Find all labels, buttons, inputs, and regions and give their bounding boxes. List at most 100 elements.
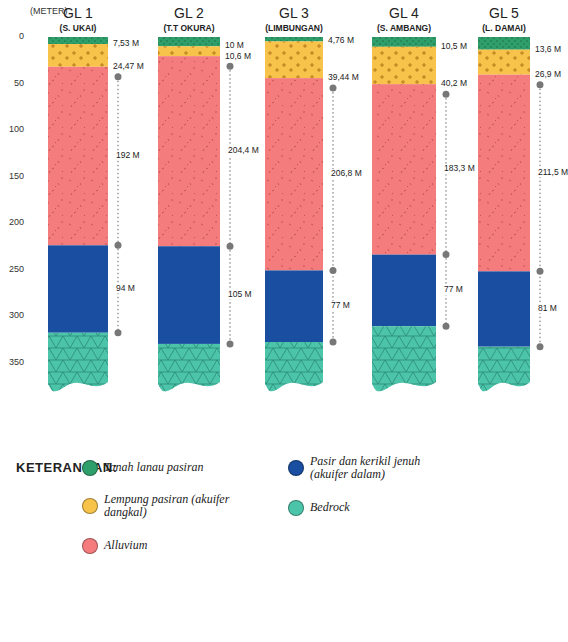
alluvium-layer [372, 84, 436, 254]
axis-tick-label: 350 [9, 358, 24, 368]
legend-text: Lempung pasiran (akuifer dangkal) [104, 493, 232, 519]
aquifer-layer [372, 255, 436, 327]
alluvium-layer-texture [158, 56, 220, 246]
alluvium-layer [265, 78, 323, 270]
thickness-label: 204,4 M [227, 147, 260, 156]
thickness-label: 77 M [330, 302, 351, 311]
axis-tick-label: 50 [14, 79, 24, 89]
bedrock-layer [158, 344, 220, 391]
legend-text: Bedrock [310, 501, 438, 514]
soil-layer-texture [372, 37, 436, 47]
boundary-dot [443, 323, 450, 330]
bedrock-layer [478, 347, 530, 392]
boundary-dot [115, 73, 122, 80]
thickness-label: 10 M [224, 42, 245, 51]
location-name: (S. UKAI) [60, 24, 97, 33]
boundary-dot [443, 251, 450, 258]
boundary-dot [330, 85, 337, 92]
thickness-label: 10,5 M [440, 42, 468, 51]
boundary-dot [115, 329, 122, 336]
location-name: (L. DAMAI) [482, 24, 525, 33]
clay-layer-texture [265, 41, 323, 78]
legend-text: Tanah lanau pasiran [104, 461, 232, 474]
borehole-id: GL 3 [279, 6, 309, 21]
thickness-label: 94 M [115, 284, 136, 293]
aquifer-layer [48, 245, 108, 332]
thickness-label: 26,9 M [534, 70, 562, 79]
borehole-id: GL 1 [63, 6, 93, 21]
axis-tick-label: 150 [9, 172, 24, 182]
axis-tick-label: 0 [19, 32, 24, 42]
legend-text: Pasir dan kerikil jenuh (akuifer dalam) [310, 455, 438, 481]
alluvium-layer-texture [372, 84, 436, 254]
thickness-label: 192 M [115, 151, 141, 160]
legend-swatch [82, 538, 98, 554]
legend-swatch [82, 460, 98, 476]
soil-layer [372, 37, 436, 47]
thickness-label: 13,6 M [534, 45, 562, 54]
legend-text: Alluvium [104, 539, 232, 552]
boundary-dot [227, 243, 234, 250]
thickness-label: 183,3 M [443, 165, 476, 174]
soil-layer-texture [48, 37, 108, 44]
boundary-dot [443, 91, 450, 98]
location-name: (LIMBUNGAN) [265, 24, 323, 33]
axis-tick-label: 250 [9, 265, 24, 275]
alluvium-layer [478, 75, 530, 272]
clay-layer-texture [372, 47, 436, 84]
boundary-dot [115, 242, 122, 249]
location-name: (S. AMBANG) [377, 24, 431, 33]
aquifer-layer [478, 271, 530, 346]
aquifer-layer [158, 246, 220, 344]
clay-layer [48, 44, 108, 67]
clay-layer [265, 41, 323, 78]
thickness-label: 7,53 M [112, 39, 140, 48]
alluvium-layer [158, 56, 220, 246]
thickness-label: 39,44 M [327, 73, 360, 82]
thickness-label: 81 M [537, 304, 558, 313]
bedrock-texture [265, 342, 323, 391]
aquifer-layer [265, 270, 323, 342]
soil-layer-texture [478, 37, 530, 50]
clay-layer [372, 47, 436, 84]
boundary-dot [537, 268, 544, 275]
boundary-dot [330, 339, 337, 346]
axis-tick-label: 200 [9, 218, 24, 228]
thickness-label: 4,76 M [327, 37, 355, 46]
soil-layer [478, 37, 530, 50]
bedrock-texture [158, 344, 220, 391]
boundary-dot [537, 81, 544, 88]
thickness-leader [118, 77, 119, 333]
bedrock-texture [372, 326, 436, 391]
location-name: (T.T OKURA) [164, 24, 215, 33]
soil-layer-texture [265, 37, 323, 41]
bedrock-layer [265, 342, 323, 391]
thickness-label: 211,5 M [537, 168, 568, 177]
legend-swatch [288, 500, 304, 516]
clay-layer-texture [158, 46, 220, 56]
boundary-dot [227, 340, 234, 347]
clay-layer-texture [478, 50, 530, 75]
borehole-id: GL 4 [389, 6, 419, 21]
legend-swatch [288, 460, 304, 476]
borehole-id: GL 2 [174, 6, 204, 21]
soil-layer [48, 37, 108, 44]
thickness-label: 40,2 M [440, 79, 468, 88]
bedrock-layer [372, 326, 436, 391]
bedrock-texture [48, 333, 108, 392]
legend-swatch [82, 498, 98, 514]
thickness-label: 105 M [227, 290, 253, 299]
borehole-id: GL 5 [489, 6, 519, 21]
alluvium-layer-texture [48, 67, 108, 246]
bedrock-layer [48, 333, 108, 392]
alluvium-layer [48, 67, 108, 246]
clay-layer [158, 46, 220, 56]
soil-layer [265, 37, 323, 41]
axis-unit: (METER) [30, 7, 68, 17]
bedrock-texture [478, 347, 530, 392]
thickness-label: 77 M [443, 286, 464, 295]
thickness-label: 24,47 M [112, 62, 145, 71]
clay-layer [478, 50, 530, 75]
legend-heading: KETERANGAN: [16, 461, 118, 475]
